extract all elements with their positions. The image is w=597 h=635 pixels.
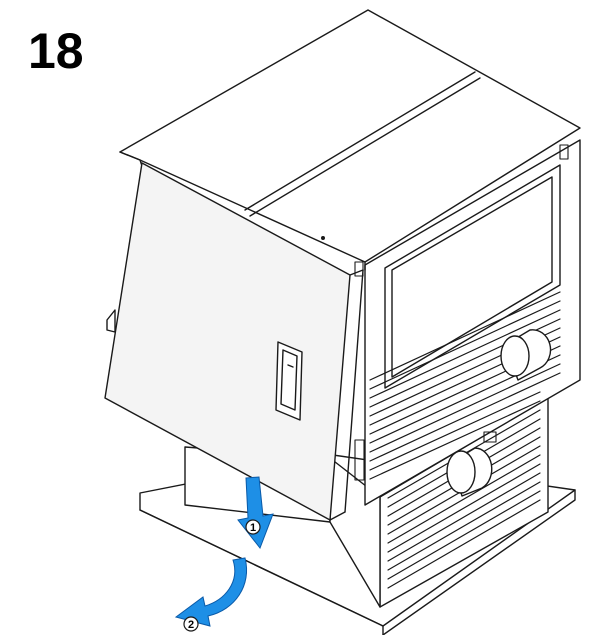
marker-2-label: 2 (188, 619, 194, 631)
panel-handle (275, 341, 303, 421)
marker-2: 2 (183, 616, 199, 632)
corner-hinges (354, 144, 569, 481)
body-front (364, 139, 581, 506)
side-panel (104, 162, 364, 521)
lower-flue-pipe (446, 447, 493, 497)
upper-flue-pipe (500, 329, 552, 381)
marker-1: 1 (245, 519, 261, 535)
step-number: 18 (28, 23, 84, 79)
top-cover (119, 9, 581, 271)
marker-1-label: 1 (250, 522, 256, 534)
arrow-2 (174, 557, 247, 627)
